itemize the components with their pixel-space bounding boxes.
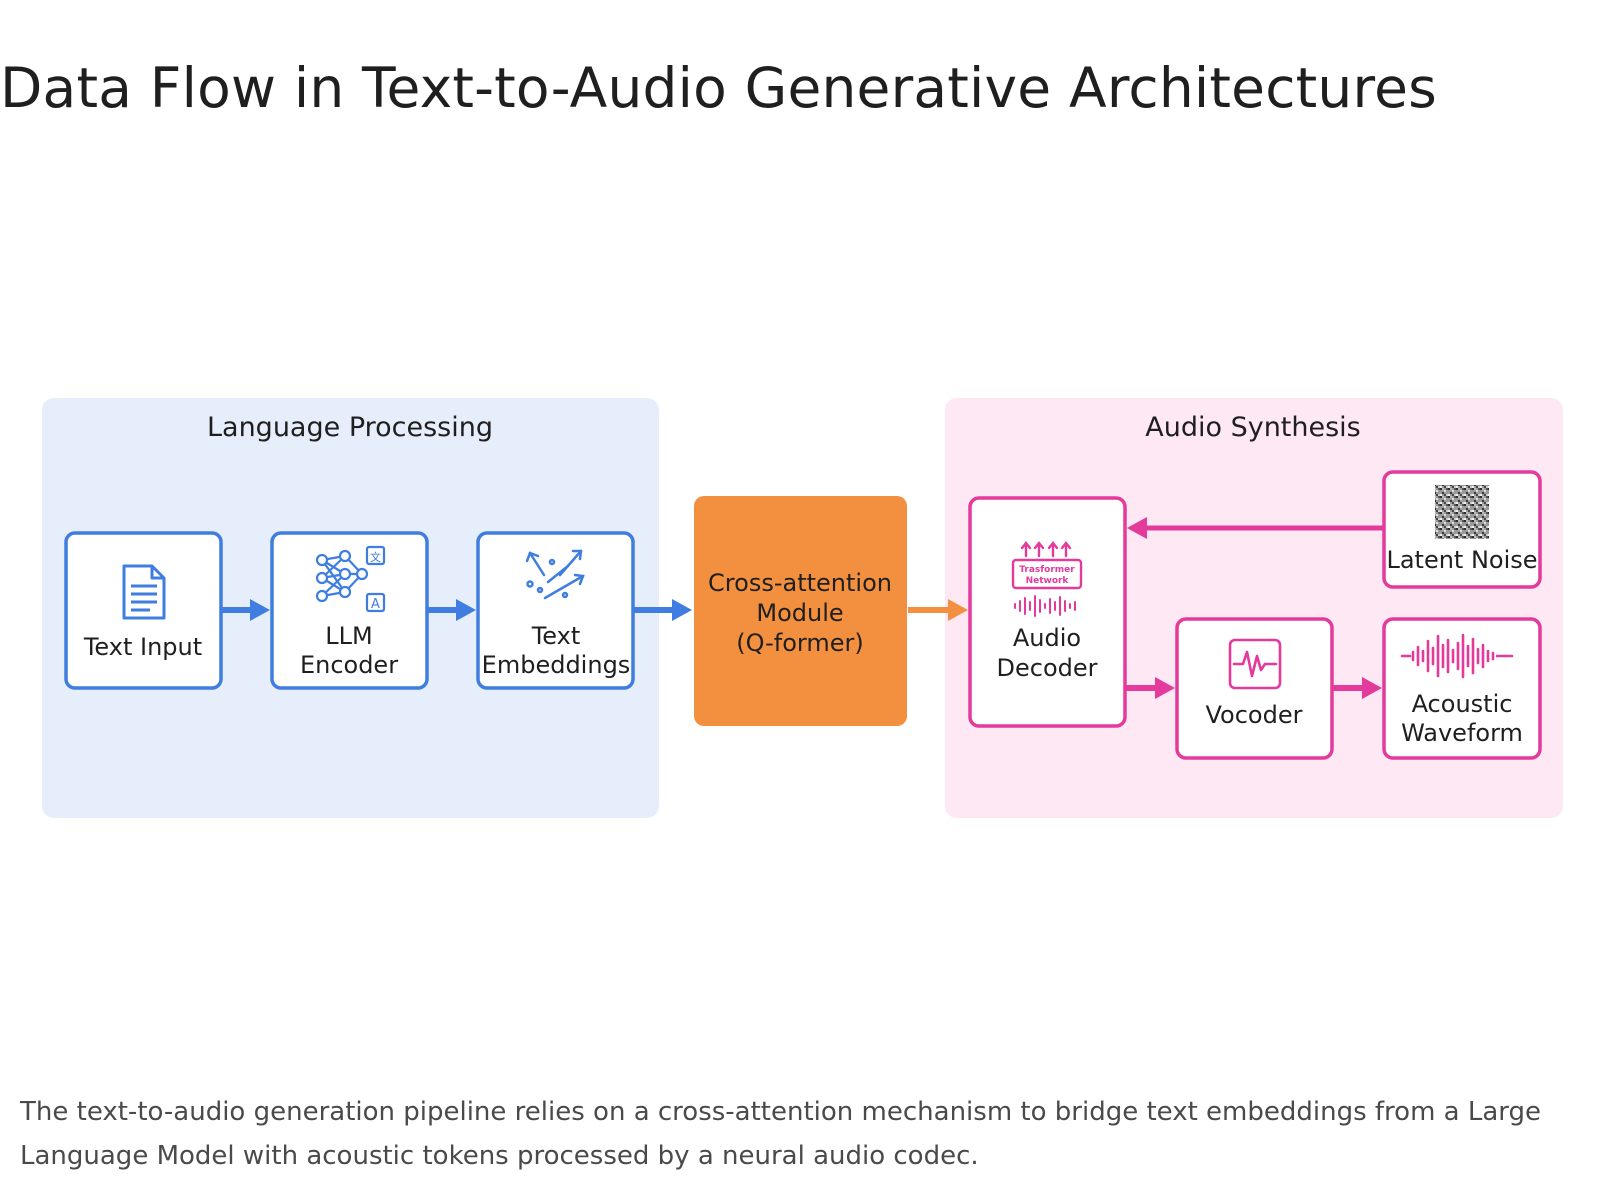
vector-arrows-icon	[525, 549, 585, 600]
edge-latent-noise-to-audio-decoder	[1127, 517, 1383, 539]
latent-noise-label: Latent Noise	[1386, 546, 1537, 574]
text-embeddings-label-line2: Embeddings	[482, 651, 631, 679]
text-input-label: Text Input	[83, 633, 202, 661]
edge-text-input-to-llm-encoder	[222, 599, 270, 621]
audio-decoder-label-line2: Decoder	[997, 654, 1098, 682]
neural-network-icon	[315, 545, 386, 613]
decoder-waveform-icon	[1014, 595, 1076, 617]
cross-attention-label-line3: (Q-former)	[736, 629, 864, 657]
audio-synthesis-label: Audio Synthesis	[1145, 412, 1361, 443]
transformer-network-text-line2: Network	[1026, 576, 1070, 586]
llm-encoder-label-line2: Encoder	[300, 651, 398, 679]
document-icon	[122, 564, 166, 620]
figure-caption: The text-to-audio generation pipeline re…	[20, 1097, 1542, 1171]
waveform-monitor-icon	[1228, 638, 1282, 690]
acoustic-waveform-label-line2: Waveform	[1401, 719, 1523, 747]
node-acoustic-waveform: Acoustic Waveform	[1382, 617, 1542, 760]
sound-wave-icon	[1400, 633, 1514, 679]
noise-texture-icon	[1435, 485, 1489, 539]
edge-audio-decoder-to-vocoder	[1126, 677, 1175, 699]
cross-attention-label-line1: Cross-attention	[708, 569, 892, 597]
node-text-embeddings: Text Embeddings	[476, 531, 635, 690]
cross-attention-label-line2: Module	[756, 599, 843, 627]
edge-vocoder-to-acoustic-waveform	[1333, 677, 1382, 699]
acoustic-waveform-label-line1: Acoustic	[1412, 690, 1513, 718]
node-latent-noise: Latent Noise	[1382, 470, 1542, 589]
llm-encoder-label-line1: LLM	[325, 622, 372, 650]
edge-cross-attention-to-audio-decoder	[908, 599, 968, 621]
vocoder-label: Vocoder	[1206, 701, 1303, 729]
edge-text-embeddings-to-cross-attention	[634, 599, 692, 621]
page-title: Data Flow in Text-to-Audio Generative Ar…	[0, 56, 1437, 120]
translate-glyph-bottom: A	[371, 597, 380, 612]
node-llm-encoder: 文 A LLM Encoder	[270, 531, 429, 690]
text-embeddings-label-line1: Text	[531, 622, 581, 650]
transformer-network-text-line1: Trasformer	[1019, 565, 1075, 575]
edge-llm-encoder-to-text-embeddings	[428, 599, 476, 621]
node-cross-attention: Cross-attention Module (Q-former)	[694, 496, 907, 726]
node-text-input: Text Input	[64, 531, 223, 690]
node-audio-decoder: Trasformer Network Audio Decoder	[968, 496, 1127, 728]
translate-glyph-top: 文	[370, 550, 381, 564]
node-vocoder: Vocoder	[1175, 617, 1334, 760]
language-processing-label: Language Processing	[207, 412, 493, 443]
audio-decoder-label-line1: Audio	[1013, 624, 1081, 652]
transformer-network-icon	[1011, 541, 1083, 590]
